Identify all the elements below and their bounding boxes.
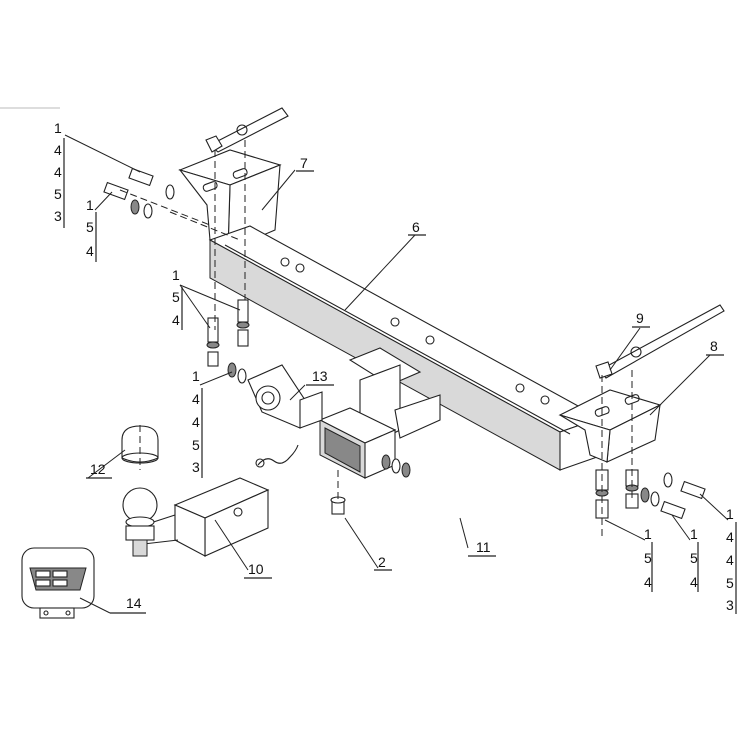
stack-label: 4 — [644, 574, 652, 590]
stack-label: 1 — [690, 526, 698, 542]
stack-label: 5 — [690, 550, 698, 566]
stack-right-c: 1 4 4 5 3 — [726, 506, 737, 614]
stack-right-a: 1 5 4 — [644, 526, 653, 592]
stack-label: 1 — [192, 368, 200, 384]
socket-plate — [247, 364, 323, 468]
hardware-bolts — [103, 167, 706, 520]
stack-label: 3 — [192, 459, 200, 475]
stack-label: 4 — [192, 414, 200, 430]
callout-7: 7 — [300, 155, 308, 171]
callout-6: 6 — [412, 219, 420, 235]
ball-mount — [122, 477, 270, 557]
stack-top-left-a: 1 4 4 5 3 — [54, 120, 65, 228]
stack-label: 4 — [54, 164, 62, 180]
stack-label: 1 — [54, 120, 62, 136]
stack-right-b: 1 5 4 — [690, 526, 699, 592]
stack-label: 3 — [54, 208, 62, 224]
stack-label: 1 — [172, 267, 180, 283]
stack-lower-left: 1 4 4 5 3 — [192, 368, 203, 478]
callout-11: 11 — [476, 539, 491, 555]
stack-label: 3 — [726, 597, 734, 613]
stack-label: 1 — [726, 506, 734, 522]
stack-label: 4 — [690, 574, 698, 590]
stack-label: 5 — [86, 219, 94, 235]
stack-label: 4 — [192, 391, 200, 407]
callout-12: 12 — [90, 461, 106, 477]
callout-10: 10 — [248, 561, 264, 577]
callout-9: 9 — [636, 310, 644, 326]
stack-label: 4 — [172, 312, 180, 328]
stack-top-left-b: 1 5 4 — [86, 197, 97, 262]
callout-2: 2 — [378, 554, 386, 570]
hitch-pin — [403, 468, 463, 520]
stack-label: 1 — [86, 197, 94, 213]
right-mounting-bracket — [558, 304, 725, 463]
callout-14: 14 — [126, 595, 142, 611]
stack-label: 5 — [726, 575, 734, 591]
stack-label: 4 — [726, 529, 734, 545]
leader-lines — [64, 134, 729, 614]
stack-label: 5 — [54, 186, 62, 202]
stack-label: 5 — [192, 437, 200, 453]
stack-label: 5 — [172, 289, 180, 305]
left-mounting-bracket — [178, 107, 289, 251]
electrical-socket — [21, 547, 95, 619]
stack-label: 4 — [54, 142, 62, 158]
stack-mid-left: 1 5 4 — [172, 267, 183, 330]
stack-label: 4 — [726, 552, 734, 568]
callout-8: 8 — [710, 338, 718, 354]
stack-label: 4 — [86, 243, 94, 259]
assembly-axis-lines — [119, 140, 633, 540]
stack-label: 5 — [644, 550, 652, 566]
stack-label: 1 — [644, 526, 652, 542]
part-callouts: 7 6 9 8 13 12 10 11 2 14 — [86, 155, 724, 614]
callout-13: 13 — [312, 368, 328, 384]
